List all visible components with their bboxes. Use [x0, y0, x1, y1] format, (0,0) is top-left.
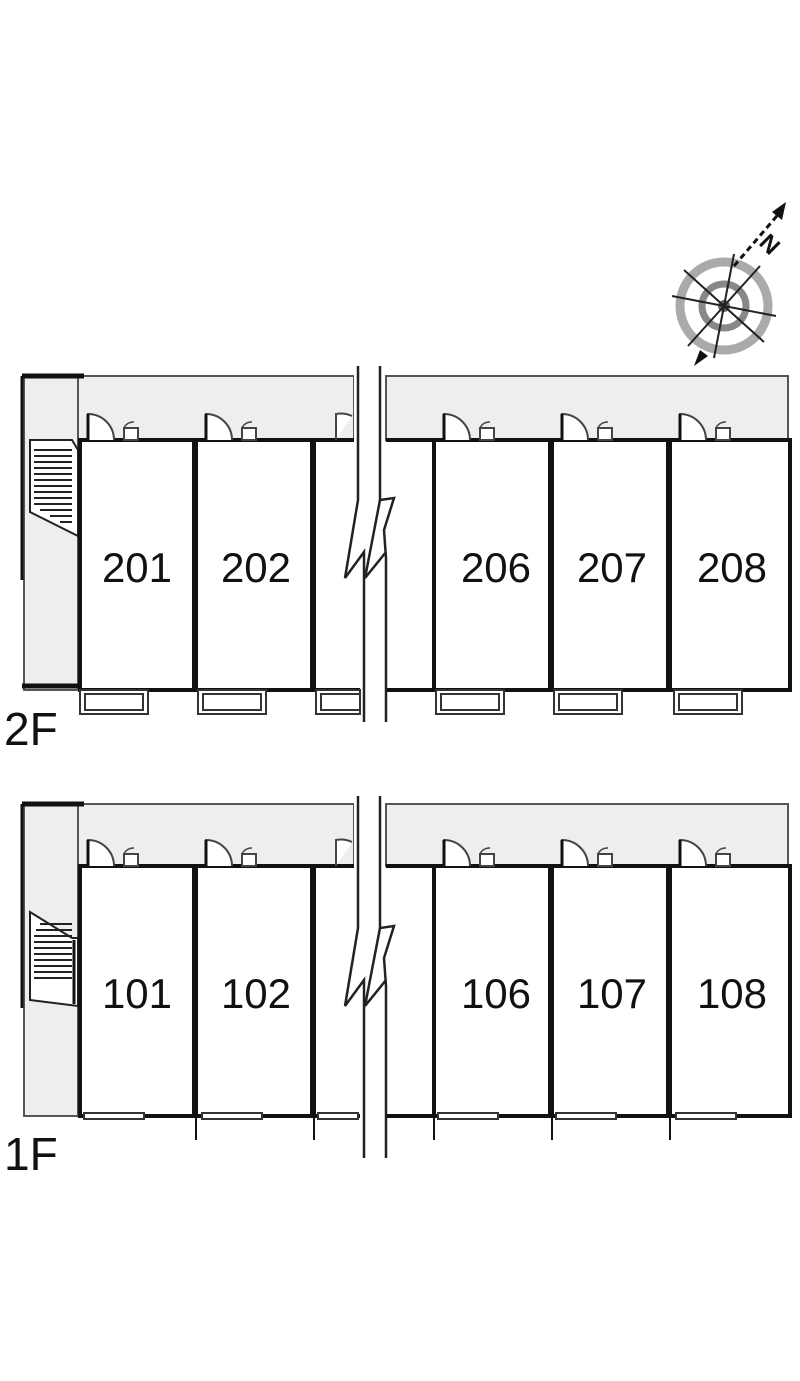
unit-number: 107	[577, 970, 647, 1017]
unit-208[interactable]: 208	[668, 438, 792, 692]
unit-number: 201	[102, 544, 172, 591]
floor-1f: 101 102 106 107 108	[4, 801, 792, 1180]
unit-202[interactable]: 202	[194, 438, 314, 692]
unit-number: 108	[697, 970, 767, 1017]
floor-label-1f: 1F	[4, 1128, 58, 1180]
unit-partial-2f-right	[386, 438, 432, 692]
balconies-2f	[79, 689, 743, 715]
unit-number: 206	[461, 544, 531, 591]
unit-partial-1f-right	[386, 864, 432, 1118]
unit-number: 208	[697, 544, 767, 591]
unit-201[interactable]: 201	[78, 438, 196, 692]
stairs-1f	[29, 910, 79, 1008]
unit-106[interactable]: 106	[432, 864, 552, 1118]
unit-101[interactable]: 101	[78, 864, 196, 1118]
windows-1f	[83, 1112, 737, 1120]
unit-102[interactable]: 102	[194, 864, 314, 1118]
unit-number: 102	[221, 970, 291, 1017]
compass-rose-icon	[671, 202, 786, 366]
unit-108[interactable]: 108	[668, 864, 792, 1118]
unit-207[interactable]: 207	[550, 438, 670, 692]
door-icons-2f	[86, 412, 732, 442]
unit-number: 202	[221, 544, 291, 591]
compass-north-label: N	[754, 229, 785, 260]
unit-107[interactable]: 107	[550, 864, 670, 1118]
floor-2f: 201 202 206 207 208	[4, 373, 792, 755]
break-line-2f	[343, 366, 396, 722]
door-icons-1f	[86, 838, 732, 868]
unit-number: 101	[102, 970, 172, 1017]
unit-number: 106	[461, 970, 531, 1017]
break-line-1f	[343, 796, 396, 1158]
unit-206[interactable]: 206	[432, 438, 552, 692]
floor-label-2f: 2F	[4, 703, 58, 755]
unit-number: 207	[577, 544, 647, 591]
